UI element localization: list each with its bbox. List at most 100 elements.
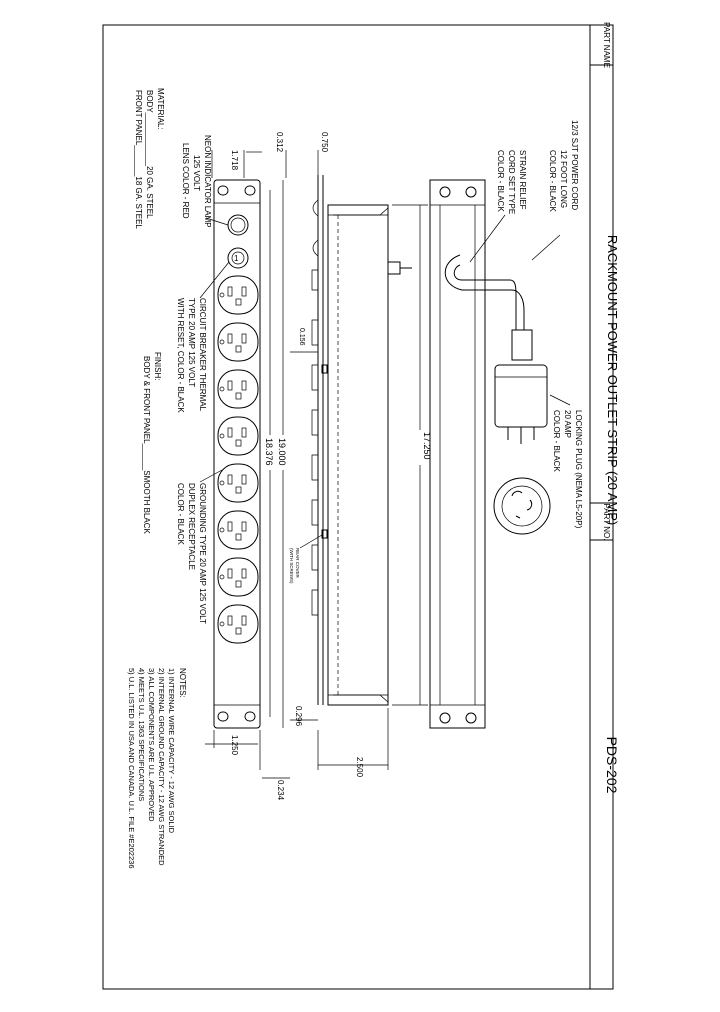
receptacle-slot xyxy=(227,380,233,391)
callouts: 12/3 SJT POWER CORD 12 FOOT LONG COLOR -… xyxy=(176,120,583,624)
finish-label: FINISH: xyxy=(153,352,162,380)
callout-neon-lamp: NEON INDICATOR LAMP 125 VOLT LENS COLOR … xyxy=(181,135,212,228)
dim-0750: 0.750 xyxy=(320,132,329,153)
side-body xyxy=(327,204,389,706)
circuit-breaker xyxy=(227,247,249,269)
duplex-receptacle xyxy=(217,275,259,315)
title-block: PART NAME RACKMOUNT POWER OUTLET STRIP (… xyxy=(589,22,620,989)
receptacle-slot xyxy=(227,427,233,438)
svg-text:CIRCUIT BREAKER THERMAL: CIRCUIT BREAKER THERMAL xyxy=(198,298,207,412)
svg-text:WITH RESET, COLOR - BLACK: WITH RESET, COLOR - BLACK xyxy=(176,298,185,413)
receptacle-slot xyxy=(235,580,242,588)
receptacle-screw xyxy=(219,527,225,533)
svg-text:125 VOLT: 125 VOLT xyxy=(192,155,201,191)
part-no-label: PART NO. xyxy=(602,504,611,541)
mounting-hole xyxy=(439,712,451,724)
note-item: 1) INTERNAL WIRE CAPACITY - 12 AWG SOLID xyxy=(167,668,176,834)
receptacle-slot xyxy=(241,427,247,438)
strain-relief xyxy=(387,261,401,275)
svg-text:LOCKING PLUG (NEMA L5-20P): LOCKING PLUG (NEMA L5-20P) xyxy=(574,410,583,529)
svg-text:DUPLEX RECEPTACLE: DUPLEX RECEPTACLE xyxy=(187,483,196,570)
receptacle-slot xyxy=(235,345,242,353)
plug-face xyxy=(493,477,551,535)
note-item: 4) MEETS U.L. 1363 SPECIFICATIONS xyxy=(137,668,146,801)
dim-0296: 0.296 xyxy=(294,706,303,727)
dim-1718: 1.718 xyxy=(230,150,239,171)
svg-text:12/3 SJT POWER CORD: 12/3 SJT POWER CORD xyxy=(570,120,579,210)
callout-strain-relief: STRAIN RELIEF CORD SET TYPE COLOR - BLAC… xyxy=(496,150,527,214)
receptacle-slot xyxy=(241,615,247,626)
duplex-receptacle xyxy=(217,463,259,503)
part-name-label: PART NAME xyxy=(602,22,611,68)
svg-text:NEON INDICATOR LAMP: NEON INDICATOR LAMP xyxy=(203,135,212,228)
rear-cover-line: (WITH SCREWS) xyxy=(289,548,294,584)
mounting-hole xyxy=(217,711,229,722)
receptacle-slot xyxy=(235,298,242,306)
receptacle-slot xyxy=(227,474,233,485)
front-panel xyxy=(213,179,261,729)
receptacle-slot xyxy=(227,568,233,579)
receptacle-slot xyxy=(227,615,233,626)
receptacle-slot xyxy=(235,439,242,447)
duplex-receptacle xyxy=(217,416,259,456)
svg-text:COLOR - BLACK: COLOR - BLACK xyxy=(548,150,557,212)
receptacle-slot xyxy=(241,568,247,579)
receptacle-screw xyxy=(219,433,225,439)
material-block: MATERIAL: BODY____________20 GA. STEEL F… xyxy=(134,88,165,535)
svg-text:COLOR - BLACK: COLOR - BLACK xyxy=(496,150,505,212)
dim-2500: 2.500 xyxy=(355,757,364,778)
receptacle-slot xyxy=(235,486,242,494)
svg-text:TYPE 20 AMP 125 VOLT: TYPE 20 AMP 125 VOLT xyxy=(187,298,196,387)
svg-text:20 AMP: 20 AMP xyxy=(563,410,572,438)
duplex-receptacle xyxy=(217,510,259,550)
receptacle-screw xyxy=(219,480,225,486)
material-label: MATERIAL: xyxy=(156,88,165,130)
cord-boot xyxy=(511,329,533,361)
callout-circuit-breaker: CIRCUIT BREAKER THERMAL TYPE 20 AMP 125 … xyxy=(176,298,207,413)
finish-text: BODY & FRONT PANEL______SMOOTH BLACK xyxy=(142,356,151,535)
front-view: 1 xyxy=(213,179,261,729)
receptacle-slot xyxy=(241,380,247,391)
callout-power-cord: 12/3 SJT POWER CORD 12 FOOT LONG COLOR -… xyxy=(548,120,579,212)
mounting-hole xyxy=(439,186,451,198)
dim-17250: 17.250 xyxy=(422,432,432,460)
receptacle-slot xyxy=(227,333,233,344)
duplex-receptacle xyxy=(217,369,259,409)
note-item: 2) INTERNAL GROUND CAPACITY - 12 AWG STR… xyxy=(157,668,166,866)
receptacle-slot xyxy=(227,286,233,297)
svg-text:12 FOOT LONG: 12 FOOT LONG xyxy=(559,150,568,208)
mounting-hole xyxy=(465,712,477,724)
duplex-receptacle xyxy=(217,604,259,644)
receptacle-screw xyxy=(219,574,225,580)
notes-block: NOTES: 1) INTERNAL WIRE CAPACITY - 12 AW… xyxy=(127,668,187,869)
svg-text:1: 1 xyxy=(234,254,239,263)
receptacle-slot xyxy=(235,627,242,635)
svg-text:STRAIN RELIEF: STRAIN RELIEF xyxy=(518,150,527,210)
dim-0156: 0.156 xyxy=(298,328,305,346)
mounting-hole xyxy=(244,711,256,722)
receptacle-group xyxy=(217,275,259,644)
note-item: 5) U.L. LISTED IN USA AND CANADA. U.L. F… xyxy=(127,668,136,869)
receptacle-screw xyxy=(219,621,225,627)
receptacle-slot xyxy=(227,521,233,532)
top-view-body xyxy=(429,179,486,729)
svg-text:COLOR - BLACK: COLOR - BLACK xyxy=(176,483,185,545)
dimensions: 0.750 0.312 1.718 0.156 17.250 19.000 18… xyxy=(205,132,432,801)
dim-18376: 18.376 xyxy=(264,438,274,466)
part-name: RACKMOUNT POWER OUTLET STRIP (20 AMP) xyxy=(605,235,620,525)
callout-locking-plug: LOCKING PLUG (NEMA L5-20P) 20 AMP COLOR … xyxy=(552,410,583,529)
receptacle-screw xyxy=(219,292,225,298)
dim-19000: 19.000 xyxy=(277,438,287,466)
top-view xyxy=(429,179,551,729)
dim-0312: 0.312 xyxy=(275,132,284,153)
notes-label: NOTES: xyxy=(178,668,187,698)
receptacle-slot xyxy=(241,474,247,485)
receptacle-slot xyxy=(241,286,247,297)
material-body: BODY____________20 GA. STEEL xyxy=(145,90,154,219)
material-front-panel: FRONT PANEL_______18 GA. STEEL xyxy=(134,90,143,229)
receptacle-slot xyxy=(241,521,247,532)
mounting-hole xyxy=(244,185,256,196)
power-cord xyxy=(444,254,525,330)
svg-text:CORD SET TYPE: CORD SET TYPE xyxy=(507,150,516,214)
